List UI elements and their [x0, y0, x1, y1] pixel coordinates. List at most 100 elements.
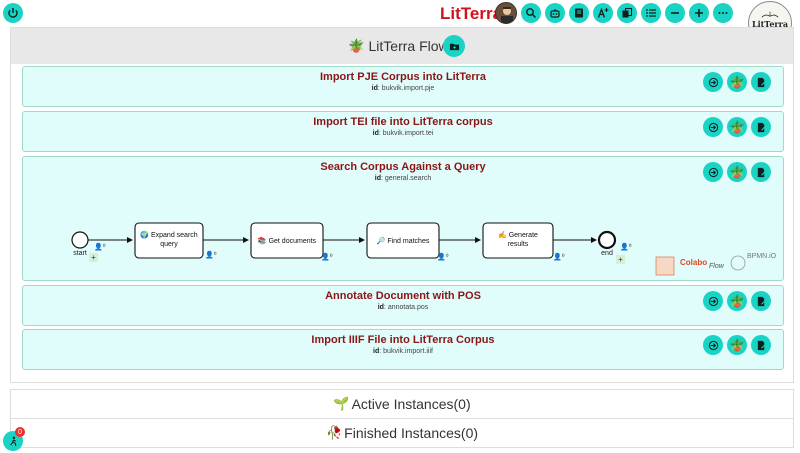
avatar[interactable] [495, 2, 517, 24]
font-plus-button[interactable] [593, 3, 613, 23]
flow-title[interactable]: Annotate Document with POS [325, 290, 481, 302]
add-icon[interactable] [616, 255, 625, 264]
zoom-in-button[interactable] [689, 3, 709, 23]
flow-title[interactable]: Import PJE Corpus into LitTerra [319, 71, 487, 83]
finished-instances-section[interactable]: 🥀 Finished Instances(0) [10, 418, 794, 448]
assign-user-icon[interactable]: 👤⁰ [437, 252, 449, 261]
notification-badge: 0 [15, 427, 25, 437]
flow-id: id: bukvik.import.pje [371, 85, 435, 92]
edit-document-icon [757, 296, 766, 306]
person-walking-icon [9, 436, 16, 446]
flow-card-expanded[interactable]: Search Corpus Against a Query id: genera… [22, 156, 784, 281]
power-button[interactable] [3, 3, 23, 23]
plant-button[interactable]: 🪴 [727, 335, 747, 355]
svg-text:+: + [618, 255, 623, 264]
sign-in-icon [708, 77, 718, 87]
active-instances-label: Active Instances(0) [351, 396, 471, 412]
potted-plant-icon: 🪴 [729, 338, 745, 352]
flow-label: Flow [709, 263, 725, 270]
svg-text:🔎 Find matches: 🔎 Find matches [377, 236, 430, 245]
sign-in-icon [708, 122, 718, 132]
start-flow-button[interactable] [703, 291, 723, 311]
list-icon [646, 9, 656, 17]
more-button[interactable] [713, 3, 733, 23]
flow-card[interactable]: Annotate Document with POS id: annotata.… [22, 285, 784, 326]
more-icon [718, 12, 728, 14]
search-icon [526, 8, 537, 19]
add-icon[interactable] [89, 253, 98, 262]
folder-plus-icon [449, 43, 459, 50]
seedling-icon: 🌱 [333, 396, 350, 411]
edit-document-icon [757, 340, 766, 350]
active-instances-section[interactable]: 🌱 Active Instances(0) [10, 389, 794, 419]
robot-icon [550, 9, 560, 18]
book-icon [575, 8, 583, 18]
edit-flow-button[interactable] [751, 72, 771, 92]
flow-card[interactable]: Import IIIF File into LitTerra Corpus id… [22, 329, 784, 370]
assign-user-icon[interactable]: 👤⁰ [205, 250, 217, 259]
flow-title[interactable]: Import IIIF File into LitTerra Corpus [311, 334, 495, 346]
library-button[interactable] [569, 3, 589, 23]
bpmn-io-logo: BPMN.iO [747, 253, 777, 260]
start-flow-button[interactable] [703, 72, 723, 92]
colabo-label: Colabo [680, 258, 707, 267]
add-folder-button[interactable] [443, 35, 465, 57]
add-user-icon[interactable]: 👤⁰ [94, 242, 106, 251]
robot-button[interactable] [545, 3, 565, 23]
search-button[interactable] [521, 3, 541, 23]
sign-in-icon [708, 340, 718, 350]
potted-plant-icon: 🪴 [729, 75, 745, 89]
svg-text:results: results [508, 241, 529, 248]
start-flow-button[interactable] [703, 162, 723, 182]
potted-plant-icon: 🪴 [729, 120, 745, 134]
flow-logo [730, 255, 746, 271]
zoom-out-button[interactable] [665, 3, 685, 23]
plant-button[interactable]: 🪴 [727, 117, 747, 137]
assign-user-icon[interactable]: 👤⁰ [321, 252, 333, 261]
list-button[interactable] [641, 3, 661, 23]
svg-text:📚 Get documents: 📚 Get documents [258, 236, 317, 245]
start-flow-button[interactable] [703, 117, 723, 137]
sign-in-icon [708, 167, 718, 177]
start-event[interactable] [71, 231, 89, 249]
panel-title: LitTerra Flows [368, 38, 456, 54]
edit-flow-button[interactable] [751, 162, 771, 182]
zoom-in-icon [695, 9, 703, 17]
sign-in-icon [708, 296, 718, 306]
svg-text:query: query [160, 241, 178, 248]
plant-button[interactable]: 🪴 [727, 291, 747, 311]
edit-flow-button[interactable] [751, 335, 771, 355]
book-logo-icon [761, 11, 779, 18]
flow-id: id: bukvik.import.tei [372, 130, 434, 137]
bpmn-diagram[interactable]: start 👤⁰ + 🌍 Expand search query 👤⁰ 📚 Ge… [23, 185, 785, 285]
potted-plant-icon: 🪴 [729, 165, 745, 179]
assign-user-icon[interactable]: 👤⁰ [553, 252, 565, 261]
power-icon [8, 8, 18, 18]
copy-icon [622, 7, 633, 18]
potted-plant-icon: 🪴 [348, 38, 365, 53]
end-event[interactable] [597, 230, 617, 250]
flow-title[interactable]: Import TEI file into LitTerra corpus [313, 116, 493, 128]
start-label: start [73, 250, 87, 257]
flow-id: id: annotata.pos [377, 304, 429, 311]
edit-flow-button[interactable] [751, 117, 771, 137]
svg-text:+: + [91, 253, 96, 262]
svg-text:✍ Generate: ✍ Generate [498, 230, 538, 239]
plant-button[interactable]: 🪴 [727, 162, 747, 182]
start-flow-button[interactable] [703, 335, 723, 355]
flow-title[interactable]: Search Corpus Against a Query [320, 161, 486, 173]
edit-flow-button[interactable] [751, 291, 771, 311]
logo-title: LitTerra [751, 18, 789, 29]
flow-card[interactable]: Import PJE Corpus into LitTerra id: bukv… [22, 66, 784, 107]
panel-header: 🪴 LitTerra Flows [11, 28, 793, 64]
add-user-icon[interactable]: 👤⁰ [620, 242, 632, 251]
end-label: end [601, 250, 613, 257]
copy-button[interactable] [617, 3, 637, 23]
edit-document-icon [757, 167, 766, 177]
flow-id: id: bukvik.import.iiif [373, 348, 433, 355]
plant-button[interactable]: 🪴 [727, 72, 747, 92]
flow-card[interactable]: Import TEI file into LitTerra corpus id:… [22, 111, 784, 152]
colabo-logo [655, 256, 675, 276]
zoom-out-icon [671, 12, 679, 14]
